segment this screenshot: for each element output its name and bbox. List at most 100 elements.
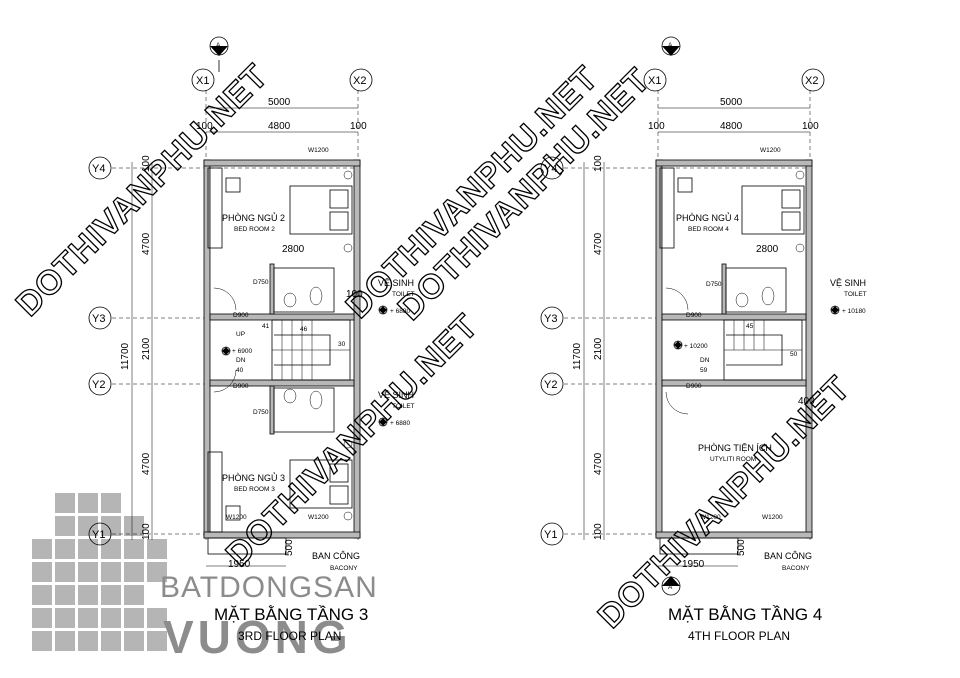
balcony xyxy=(206,537,287,567)
door-tag: D900 xyxy=(686,312,702,319)
svg-text:Y2: Y2 xyxy=(544,379,557,391)
dimension-label: 500 xyxy=(736,539,747,556)
room-name-en: UTYLITI ROOM xyxy=(710,456,756,463)
door-tag: D900 xyxy=(233,312,249,319)
plan-3rd-floor: X1 X2 A 5000 4800 100 100 Y4 Y3 xyxy=(88,36,415,643)
svg-text:4700: 4700 xyxy=(593,452,604,475)
svg-text:11700: 11700 xyxy=(120,342,131,370)
plan-subtitle: 4TH FLOOR PLAN xyxy=(688,629,790,643)
room-name-en: BED ROOM 4 xyxy=(688,226,729,233)
balcony-label-en: BACONY xyxy=(782,565,810,572)
toilet-label-vn: VỆ SINH xyxy=(378,390,414,400)
logo-block-grid xyxy=(32,493,167,651)
level-markers xyxy=(673,305,840,350)
svg-text:100: 100 xyxy=(593,523,604,540)
watermark-text: DOTHIVANPHU.NET xyxy=(591,369,858,636)
stair-count: 46 xyxy=(300,326,308,333)
window-tag: W1200 xyxy=(308,147,329,154)
doors xyxy=(665,287,689,415)
room-name-vn: PHÒNG TIỆN ÍCH xyxy=(698,443,772,453)
balcony xyxy=(658,537,739,567)
door-tag: D750 xyxy=(253,409,269,416)
stair-dn-count: 40 xyxy=(236,367,244,374)
balcony-label-vn: BAN CÔNG xyxy=(764,551,812,561)
dimension-label: 100 xyxy=(346,289,363,300)
svg-text:100: 100 xyxy=(593,155,604,172)
window-tag: W1200 xyxy=(226,514,247,521)
svg-text:Y4: Y4 xyxy=(544,163,557,175)
svg-text:100: 100 xyxy=(802,121,819,132)
doors xyxy=(213,287,237,393)
svg-text:100: 100 xyxy=(196,121,213,132)
door-tag: D750 xyxy=(253,279,269,286)
window-tag: W1200 xyxy=(762,514,783,521)
toilet-label-en: TOILET xyxy=(844,291,867,298)
logo-text-line1: BATDONGSAN xyxy=(160,571,378,604)
dimension-label: 2800 xyxy=(756,244,779,255)
door-tag: D900 xyxy=(233,383,249,390)
toilet-fixtures xyxy=(725,267,787,313)
plan-title: MẶT BẰNG TẦNG 4 xyxy=(668,605,822,624)
stair-count: 50 xyxy=(790,351,798,358)
logo-text-line2: VUONG xyxy=(163,611,352,663)
svg-text:Y1: Y1 xyxy=(92,529,105,541)
window-tag: W1200 xyxy=(760,147,781,154)
stair-level-value: + 6900 xyxy=(232,348,252,355)
room-name-vn: PHÒNG NGỦ 4 xyxy=(676,212,739,223)
window-tag: W1200 xyxy=(700,514,721,521)
level-value: + 10180 xyxy=(842,308,866,315)
room-name-en: BED ROOM 2 xyxy=(234,226,275,233)
svg-text:X1: X1 xyxy=(648,75,661,87)
plan-4th-floor: X1 X2 A A 5000 4800 100 100 Y4 xyxy=(540,36,867,643)
svg-text:100: 100 xyxy=(350,121,367,132)
dimension-label: 400 xyxy=(798,396,815,407)
dimension-label: 2800 xyxy=(282,244,305,255)
watermark-text: DOTHIVANPHU.NET xyxy=(339,59,606,326)
dimension-label: 500 xyxy=(284,539,295,556)
section-a-marker: A xyxy=(661,36,681,56)
stair-level-value: + 10200 xyxy=(684,343,708,350)
svg-text:Y4: Y4 xyxy=(92,163,105,175)
svg-text:A: A xyxy=(216,42,221,49)
window-tag: W1200 xyxy=(308,514,329,521)
room-name-vn: PHÒNG NGỦ 2 xyxy=(222,212,285,223)
toilet-label-en: TOILET xyxy=(392,291,415,298)
section-a-marker-bottom: A xyxy=(661,576,681,596)
svg-text:5000: 5000 xyxy=(268,97,291,108)
door-tag: D900 xyxy=(686,383,702,390)
bed-room-2-furniture xyxy=(225,170,353,253)
balcony-label-en: BACONY xyxy=(330,565,358,572)
svg-text:100: 100 xyxy=(648,121,665,132)
plan-subtitle: 3RD FLOOR PLAN xyxy=(238,629,341,643)
stair-dn-count: 59 xyxy=(700,367,708,374)
dimensions-left: 11700 100 4700 2100 4700 100 xyxy=(120,155,153,540)
svg-text:2100: 2100 xyxy=(593,337,604,360)
balcony-label-vn: BAN CÔNG xyxy=(312,551,360,561)
svg-text:Y2: Y2 xyxy=(92,379,105,391)
stair-count: 45 xyxy=(746,323,754,330)
svg-text:4700: 4700 xyxy=(141,232,152,255)
level-markers xyxy=(221,305,388,427)
svg-text:4800: 4800 xyxy=(268,121,291,132)
svg-text:A: A xyxy=(668,584,673,591)
svg-text:4800: 4800 xyxy=(720,121,743,132)
brand-logo: BATDONGSAN VUONG xyxy=(32,493,378,663)
walls xyxy=(655,159,813,539)
svg-text:11700: 11700 xyxy=(572,342,583,370)
svg-text:X2: X2 xyxy=(805,75,818,87)
svg-text:100: 100 xyxy=(141,155,152,172)
toilet-label-en: TOILET xyxy=(392,403,415,410)
level-value: + 6880 xyxy=(390,308,410,315)
stair-up-label: UP xyxy=(236,331,245,338)
room-name-vn: PHÒNG NGỦ 3 xyxy=(222,472,285,483)
svg-text:X1: X1 xyxy=(196,75,209,87)
svg-text:4700: 4700 xyxy=(141,452,152,475)
watermark-text: DOTHIVANPHU.NET xyxy=(391,61,658,328)
svg-text:Y1: Y1 xyxy=(544,529,557,541)
walls xyxy=(203,159,361,539)
stair-count: 30 xyxy=(338,341,346,348)
stair-dn-label: DN xyxy=(700,357,710,364)
toilet-label-vn: VỆ SINH xyxy=(830,278,866,288)
section-a-marker: A xyxy=(209,36,229,72)
